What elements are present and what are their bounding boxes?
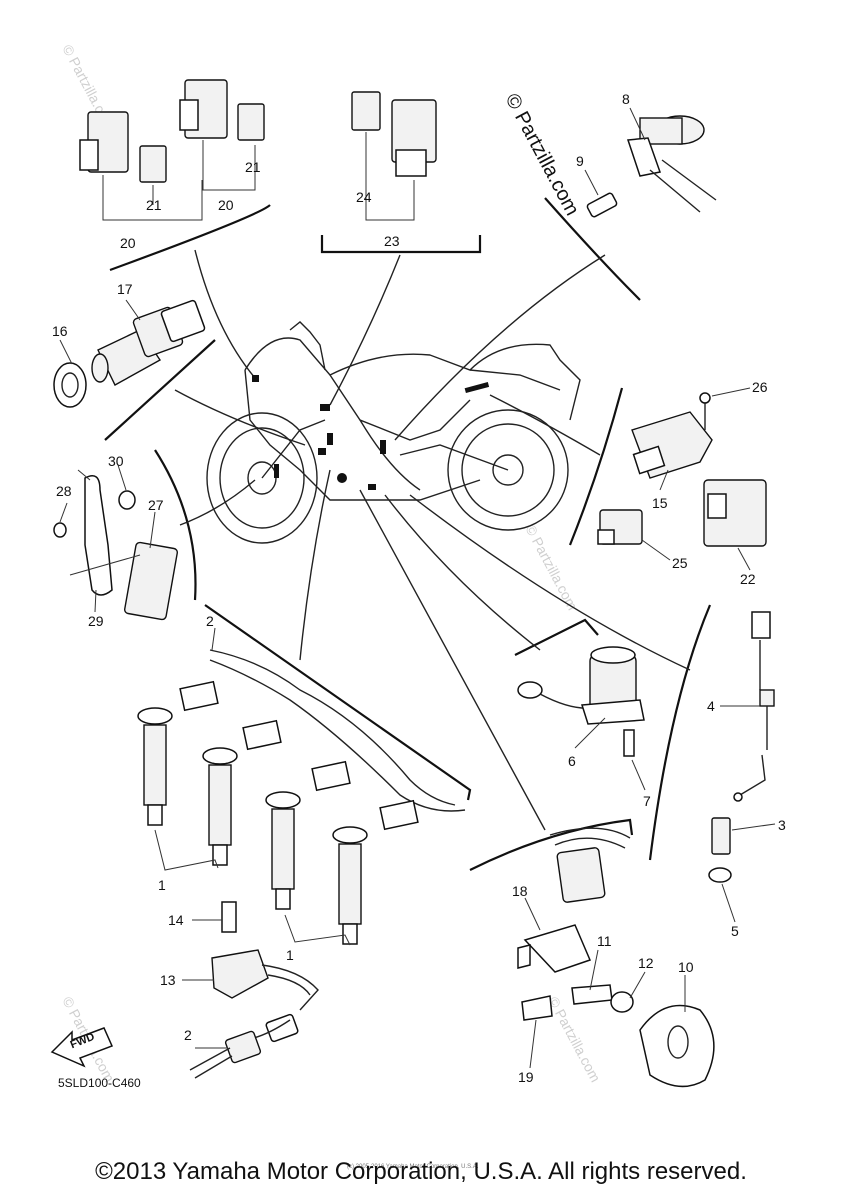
callout-13: 13: [160, 972, 176, 988]
callout-1: 1: [158, 877, 166, 893]
callout-21: 21: [245, 159, 261, 175]
callout-16: 16: [52, 323, 68, 339]
callout-8: 8: [622, 91, 630, 107]
callout-numbers: 1 1 2 2 3 4 5 6 7 8 9 10 11 12 13 14 15 …: [52, 91, 786, 1085]
diagram-code: 5SLD100-C460: [58, 1076, 141, 1090]
callout-9: 9: [576, 153, 584, 169]
pickup-6-7: [517, 646, 645, 757]
callout-29: 29: [88, 613, 104, 629]
callout-leaders: [59, 107, 776, 1069]
callout-27: 27: [148, 497, 164, 513]
rotor-group-10-12-18-19: [517, 827, 715, 1088]
callout-2: 2: [184, 1027, 192, 1043]
callout-14: 14: [168, 912, 184, 928]
watermark: © Partzilla.com: [545, 994, 603, 1085]
callout-30: 30: [108, 453, 124, 469]
copyright-notice: ©2013 Yamaha Motor Corporation, U.S.A. A…: [95, 1158, 747, 1185]
sensor-13-14: [189, 901, 319, 1079]
callout-4: 4: [707, 698, 715, 714]
sensor-15-22-25-26: [597, 392, 767, 547]
callout-2: 2: [206, 613, 214, 629]
callout-22: 22: [740, 571, 756, 587]
callout-3: 3: [778, 817, 786, 833]
sensor-16-17: [53, 299, 206, 408]
callout-21: 21: [146, 197, 162, 213]
motorcycle-outline: [206, 321, 581, 544]
callout-18: 18: [512, 883, 528, 899]
callout-7: 7: [643, 793, 651, 809]
callout-26: 26: [752, 379, 768, 395]
callout-12: 12: [638, 955, 654, 971]
callout-23: 23: [384, 233, 400, 249]
callout-17: 17: [117, 281, 133, 297]
callout-25: 25: [672, 555, 688, 571]
callout-5: 5: [731, 923, 739, 939]
callout-6: 6: [568, 753, 576, 769]
ignition-coils-harness: [137, 649, 466, 946]
callout-10: 10: [678, 959, 694, 975]
sensor-8-9: [586, 115, 717, 218]
callout-1: 1: [286, 947, 294, 963]
callout-20: 20: [218, 197, 234, 213]
small-copyright: (c) 2005-2016 Yamaha Motor Corporation, …: [347, 1164, 479, 1170]
sensor-3-4-5: [708, 611, 775, 883]
relay-group-20-21: [79, 79, 265, 221]
callout-28: 28: [56, 483, 72, 499]
bracket-27-30: [53, 475, 178, 621]
callout-19: 19: [518, 1069, 534, 1085]
watermark: © Partzilla.com: [522, 522, 580, 613]
callout-20: 20: [120, 235, 136, 251]
callout-24: 24: [356, 189, 372, 205]
callout-15: 15: [652, 495, 668, 511]
relay-group-23-24: [351, 91, 437, 221]
fwd-arrow-icon: [50, 1027, 114, 1068]
callout-11: 11: [597, 933, 612, 949]
